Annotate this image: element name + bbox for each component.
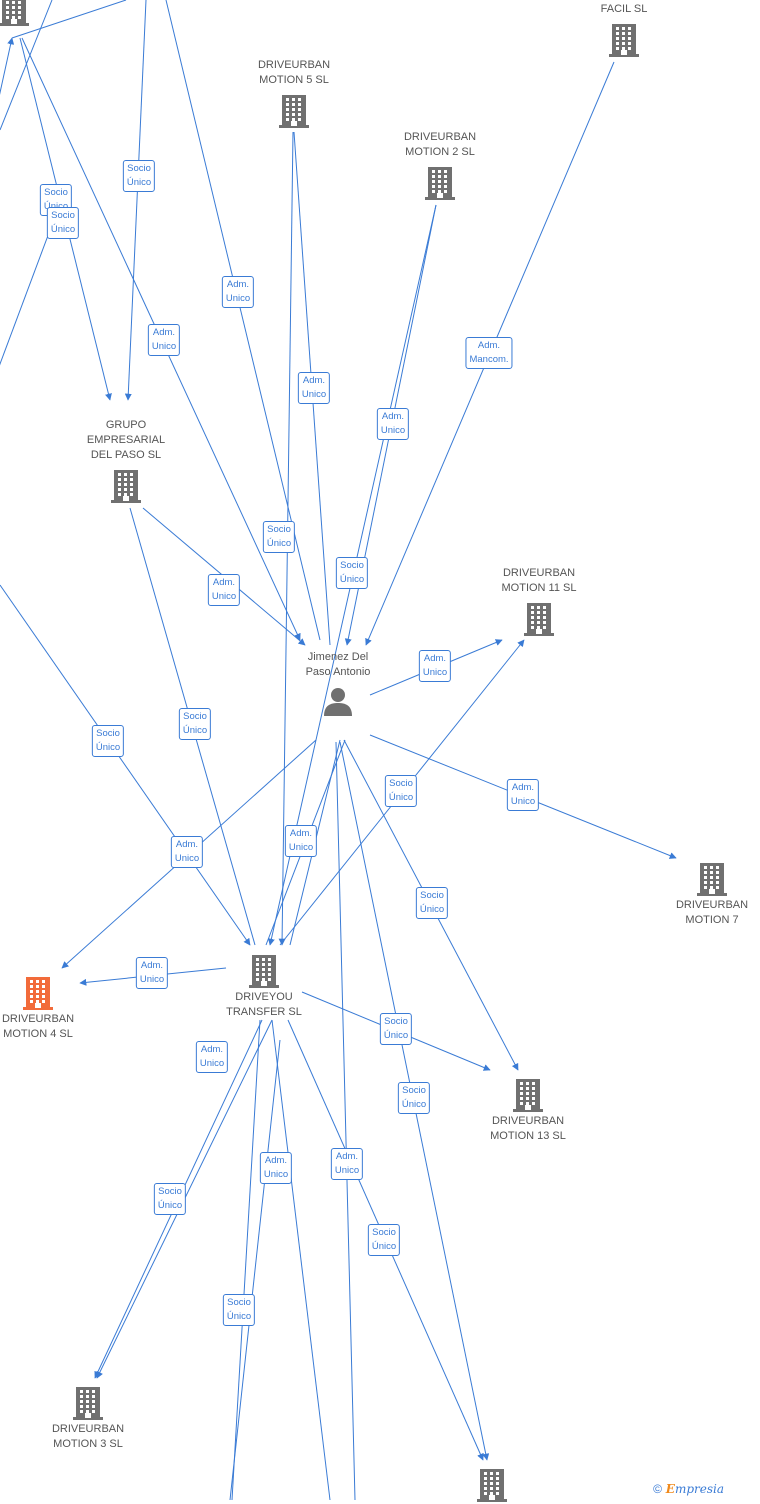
relationship-edge [231,1019,261,1501]
building-icon [0,0,29,26]
building-icon [249,955,279,988]
relationship-edge [229,1039,281,1501]
company-node[interactable]: DRIVEURBAN MOTION 4 SL [0,976,86,1042]
relationship-label[interactable]: Adm.Unico [170,836,204,868]
node-label: DRIVEURBAN MOTION 13 SL [490,1115,566,1142]
relationship-label[interactable]: Adm.Unico [259,1152,293,1184]
relationship-label[interactable]: Adm.Unico [284,825,318,857]
relationship-label[interactable]: Adm.Unico [506,779,540,811]
company-node[interactable]: FACIL SL [576,2,672,57]
relationship-edge [11,0,127,39]
company-node[interactable] [444,1468,540,1504]
relationship-label[interactable]: Adm.Unico [135,957,169,989]
brand-initial: E [665,1482,675,1496]
node-label: DRIVEURBAN MOTION 4 SL [1,1013,75,1040]
company-node[interactable] [0,0,62,28]
relationship-edge [335,741,356,1501]
building-icon [609,24,639,57]
relationship-edge [0,584,251,946]
relationship-label[interactable]: Adm.Unico [207,574,241,606]
relationship-edge [0,37,15,95]
building-icon [111,470,141,503]
person-node[interactable]: Jimenez Del Paso Antonio [298,650,378,716]
relationship-label[interactable]: Adm.Mancom. [465,337,513,369]
relationship-label[interactable]: Adm.Unico [418,650,452,682]
relationship-edge [271,1019,331,1501]
node-label: FACIL SL [600,3,648,15]
node-label: DRIVEURBAN MOTION 2 SL [403,131,477,158]
node-label: Jimenez Del Paso Antonio [305,651,371,678]
building-icon [697,863,727,896]
building-icon [425,167,455,200]
node-label: DRIVEURBAN MOTION 7 [675,899,749,926]
company-node[interactable]: DRIVEURBAN MOTION 11 SL [491,566,587,636]
company-node[interactable]: GRUPO EMPRESARIAL DEL PASO SL [78,418,174,503]
relationship-edge [0,0,53,131]
company-node[interactable]: DRIVEURBAN MOTION 5 SL [246,58,342,128]
company-node[interactable]: DRIVEURBAN MOTION 3 SL [40,1386,136,1452]
company-node[interactable]: DRIVEURBAN MOTION 7 [664,862,760,928]
building-icon [524,603,554,636]
company-node[interactable]: DRIVEURBAN MOTION 2 SL [392,130,488,200]
company-node[interactable]: DRIVEURBAN MOTION 13 SL [480,1078,576,1144]
node-label: DRIVEURBAN MOTION 11 SL [501,567,577,594]
relationship-label[interactable]: Adm.Unico [297,372,331,404]
person-icon [324,688,352,716]
brand-name-rest: mpresia [674,1482,724,1496]
relationship-label[interactable]: Adm.Unico [147,324,181,356]
relationship-label[interactable]: Adm.Unico [195,1041,229,1073]
node-label: DRIVEYOU TRANSFER SL [226,991,302,1018]
node-label: DRIVEURBAN MOTION 5 SL [257,59,331,86]
copyright-symbol: © [653,1482,662,1496]
building-icon [477,1469,507,1502]
building-icon [513,1079,543,1112]
building-icon [23,977,53,1010]
building-icon [279,95,309,128]
building-icon [73,1387,103,1420]
node-label: GRUPO EMPRESARIAL DEL PASO SL [86,419,166,461]
relationship-label[interactable]: Adm.Unico [376,408,410,440]
relationship-label[interactable]: Adm.Unico [221,276,255,308]
relationship-label[interactable]: Adm.Unico [330,1148,364,1180]
node-label: DRIVEURBAN MOTION 3 SL [51,1423,125,1450]
empresia-logo: © Empresia [653,1482,724,1496]
company-node[interactable]: DRIVEYOU TRANSFER SL [216,954,312,1020]
relationship-edge [124,0,147,401]
